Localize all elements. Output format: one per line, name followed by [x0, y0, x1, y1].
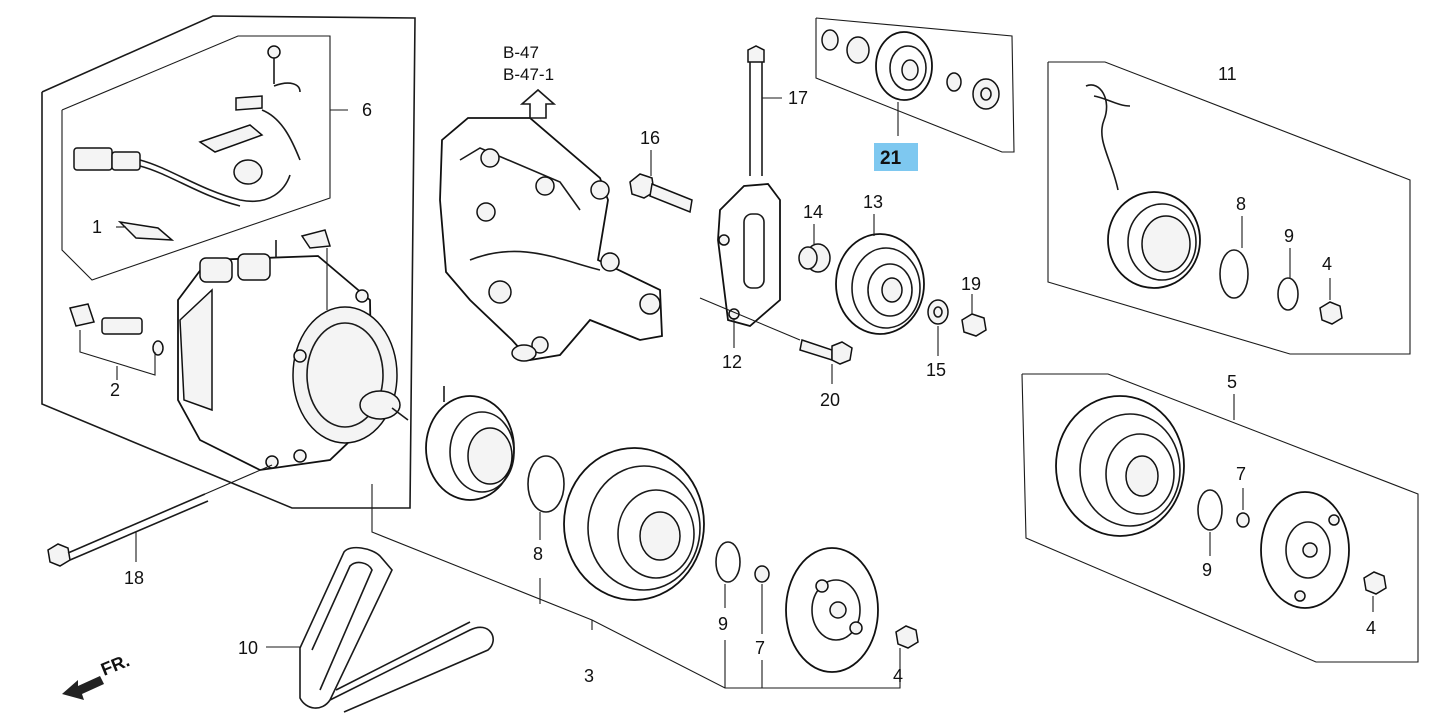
callout-19: 19	[961, 274, 981, 294]
callout-8-coil: 8	[1236, 194, 1246, 214]
adjusting-bracket	[717, 183, 781, 348]
reference-b47: B-47	[503, 43, 539, 62]
callout-4-coil: 4	[1322, 254, 1332, 274]
callout-7-set: 7	[1236, 464, 1246, 484]
pulley-snap-ring	[715, 541, 741, 608]
callout-21: 21	[880, 148, 902, 169]
front-arrow-icon	[62, 676, 104, 700]
idler-washer	[927, 299, 949, 356]
harness-group-frame	[61, 35, 348, 281]
armature-shim	[754, 565, 770, 634]
callout-13: 13	[863, 192, 883, 212]
compressor-body	[177, 229, 409, 471]
clutch-set-frame	[1021, 373, 1419, 663]
compressor-frame	[41, 15, 416, 509]
clutch-assembly-frame	[371, 484, 901, 689]
callout-6: 6	[362, 100, 372, 120]
adjusting-bolt	[747, 45, 782, 176]
pulley-kit-parts	[821, 29, 1000, 110]
callout-2: 2	[110, 380, 120, 400]
callout-15: 15	[926, 360, 946, 380]
idler-center-line	[699, 297, 801, 341]
pulley-kit-frame	[815, 17, 1015, 153]
callout-9-coil: 9	[1284, 226, 1294, 246]
callout-4-set: 4	[1366, 618, 1376, 638]
callout-20: 20	[820, 390, 840, 410]
clutch-set-pulley	[1055, 395, 1185, 537]
callout-14: 14	[803, 202, 823, 222]
field-coil-snap-ring	[1219, 216, 1249, 299]
armature-plate	[785, 547, 879, 673]
callout-3: 3	[584, 666, 594, 686]
field-coil-nut	[1319, 278, 1343, 325]
callout-5: 5	[1227, 372, 1237, 392]
long-bolt	[47, 464, 273, 567]
clutch-set-snap-ring	[1197, 489, 1223, 556]
field-coil	[1085, 84, 1201, 289]
callout-11: 11	[1218, 64, 1237, 84]
callout-10: 10	[238, 638, 258, 658]
callout-9-assembly: 9	[718, 614, 728, 634]
highlight-box	[874, 143, 918, 171]
clutch-set-shim	[1236, 488, 1250, 528]
field-coil-frame	[1047, 61, 1411, 355]
callout-4-assembly: 4	[893, 666, 903, 686]
drive-belt	[266, 546, 494, 713]
callout-1: 1	[92, 217, 102, 237]
idler-spacer	[798, 224, 831, 273]
reference-arrow	[519, 88, 557, 119]
callout-8-assembly: 8	[533, 544, 543, 564]
callout-18: 18	[124, 568, 144, 588]
armature-nut	[895, 625, 919, 662]
field-coil-shim	[1277, 248, 1299, 311]
callout-7-assembly: 7	[755, 638, 765, 658]
reference-b47-1: B-47-1	[503, 65, 554, 84]
front-label: FR.	[98, 650, 132, 679]
stator-snap-ring	[527, 455, 565, 540]
idler-nut	[961, 294, 987, 337]
compressor-bracket	[439, 117, 663, 362]
clutch-set-nut	[1363, 571, 1387, 612]
callout-17: 17	[788, 88, 808, 108]
clutch-set-armature	[1260, 491, 1350, 609]
callout-12: 12	[722, 352, 742, 372]
callout-9-set: 9	[1202, 560, 1212, 580]
stator-coil	[425, 386, 515, 501]
idler-pulley	[835, 214, 925, 335]
clutch-pulley	[563, 447, 705, 601]
harness-connector	[73, 45, 301, 241]
idler-bolt	[799, 339, 853, 384]
callout-16: 16	[640, 128, 660, 148]
relief-valve	[69, 303, 164, 380]
bracket-bolt	[629, 150, 693, 214]
